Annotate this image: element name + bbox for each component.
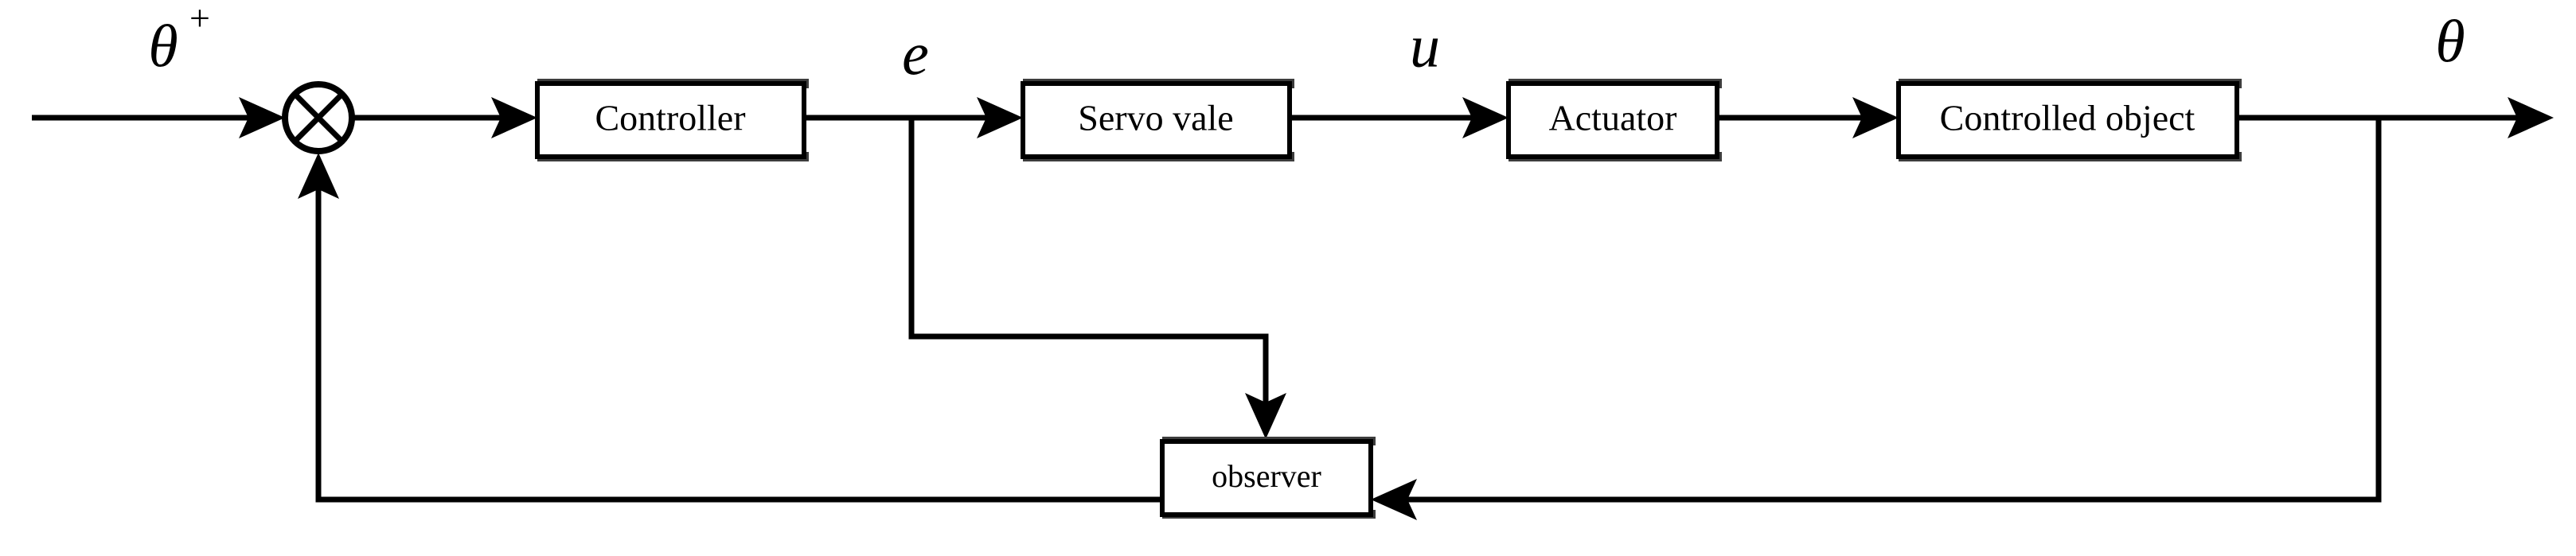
label-reference-input: θ + [148,0,210,80]
label-error-signal: e [902,21,929,87]
block-label-actuator: Actuator [1549,98,1677,138]
label-reference-input-base: θ [148,13,178,80]
block-observer[interactable]: observer [1160,437,1376,519]
arrowhead-observer-right [1371,479,1417,520]
wire-observer-to-sum [298,153,1162,503]
label-error-signal-base: e [902,21,929,87]
wire-output-branch-to-observer [1371,118,2382,520]
block-label-controlled-object: Controlled object [1940,98,2195,138]
wire-actuator-to-plant [1717,97,1899,138]
block-label-servo-valve: Servo vale [1078,98,1233,138]
wire-input-to-sum [32,97,285,138]
summing-junction[interactable] [282,81,355,154]
arrowhead-servo [977,97,1023,138]
wire-error-branch-to-observer [908,118,1286,439]
wire-sum-to-controller [352,97,537,138]
label-output-signal: θ [2435,8,2465,75]
arrowhead-controller [491,97,537,138]
label-control-signal: u [1410,13,1440,80]
label-control-signal-base: u [1410,13,1440,80]
label-output-signal-base: θ [2435,8,2465,75]
arrowhead-input [239,97,285,138]
arrowhead-actuator [1462,97,1509,138]
wire-servo-to-actuator [1290,97,1509,138]
arrowhead-observer-top [1245,393,1286,439]
arrowhead-sum-bottom [298,153,339,199]
block-actuator[interactable]: Actuator [1506,79,1722,161]
summing-junction-cross-2 [292,91,345,144]
wire-plant-to-output [2237,97,2554,138]
block-servo-valve[interactable]: Servo vale [1021,79,1294,161]
wire-controller-to-servo [804,97,1023,138]
block-label-observer: observer [1212,458,1321,494]
block-controlled-object[interactable]: Controlled object [1896,79,2242,161]
arrowhead-plant [1852,97,1899,138]
arrowhead-output [2508,97,2554,138]
block-controller[interactable]: Controller [535,79,809,161]
label-reference-input-superscript: + [189,0,210,38]
block-label-controller: Controller [595,98,745,138]
